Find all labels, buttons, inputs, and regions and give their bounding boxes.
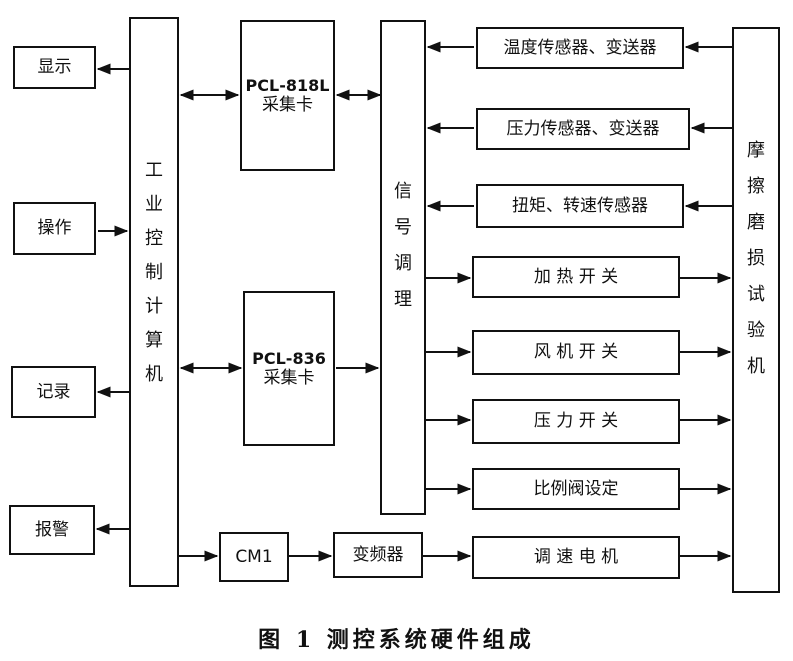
card1-name: 采集卡 bbox=[262, 94, 313, 115]
inverter-box: 变频器 bbox=[333, 532, 423, 578]
ipc-char: 计 bbox=[145, 296, 163, 317]
cond-char: 号 bbox=[394, 217, 412, 238]
display-label: 显示 bbox=[37, 57, 72, 78]
operate-box: 操作 bbox=[13, 202, 96, 255]
machine-char: 磨 bbox=[747, 212, 765, 233]
friction-wear-test-machine-box: 摩 擦 磨 损 试 验 机 bbox=[732, 27, 780, 593]
pressure-switch-box: 压 力 开 关 bbox=[472, 399, 680, 444]
machine-char: 验 bbox=[747, 320, 765, 341]
ipc-char: 控 bbox=[145, 228, 163, 249]
machine-char: 擦 bbox=[747, 176, 765, 197]
record-box: 记录 bbox=[11, 366, 96, 418]
actuator-label: 加 热 开 关 bbox=[533, 266, 619, 287]
industrial-pc-box: 工 业 控 制 计 算 机 bbox=[129, 17, 179, 587]
card2-model: PCL-836 bbox=[252, 348, 326, 368]
ipc-char: 制 bbox=[145, 262, 163, 283]
machine-char: 损 bbox=[747, 248, 765, 269]
ipc-char: 业 bbox=[145, 194, 163, 215]
proportional-valve-box: 比例阀设定 bbox=[472, 468, 680, 510]
ipc-char: 工 bbox=[145, 160, 163, 181]
cm1-box: CM1 bbox=[219, 532, 289, 582]
inverter-label: 变频器 bbox=[352, 544, 404, 565]
acquisition-card-836: PCL-836 采集卡 bbox=[243, 291, 335, 446]
ipc-char: 算 bbox=[145, 330, 163, 351]
card1-model: PCL-818L bbox=[245, 75, 330, 95]
torque-speed-sensor-box: 扭矩、转速传感器 bbox=[476, 184, 684, 228]
sensor-label: 压力传感器、变送器 bbox=[506, 118, 660, 139]
heating-switch-box: 加 热 开 关 bbox=[472, 256, 680, 298]
record-label: 记录 bbox=[36, 381, 71, 402]
sensor-label: 温度传感器、变送器 bbox=[503, 37, 657, 58]
display-box: 显示 bbox=[13, 46, 96, 89]
alarm-label: 报警 bbox=[35, 519, 69, 540]
actuator-label: 比例阀设定 bbox=[533, 478, 619, 499]
card2-name: 采集卡 bbox=[263, 367, 315, 388]
cond-char: 理 bbox=[394, 289, 412, 310]
ipc-char: 机 bbox=[145, 364, 163, 385]
cond-char: 调 bbox=[394, 253, 412, 274]
actuator-label: 调 速 电 机 bbox=[533, 547, 619, 568]
machine-char: 机 bbox=[747, 356, 765, 377]
machine-char: 试 bbox=[747, 284, 765, 305]
cm1-label: CM1 bbox=[235, 546, 273, 567]
sensor-label: 扭矩、转速传感器 bbox=[512, 195, 648, 216]
alarm-box: 报警 bbox=[9, 505, 95, 555]
figure-caption: 图 1 测控系统硬件组成 bbox=[258, 627, 535, 653]
actuator-label: 风 机 开 关 bbox=[533, 342, 619, 363]
fan-switch-box: 风 机 开 关 bbox=[472, 330, 680, 375]
speed-motor-box: 调 速 电 机 bbox=[472, 536, 680, 579]
cond-char: 信 bbox=[394, 181, 412, 202]
temperature-sensor-box: 温度传感器、变送器 bbox=[476, 27, 684, 69]
machine-char: 摩 bbox=[747, 140, 765, 161]
signal-conditioning-box: 信 号 调 理 bbox=[380, 20, 426, 515]
acquisition-card-818l: PCL-818L 采集卡 bbox=[240, 20, 335, 171]
pressure-sensor-box: 压力传感器、变送器 bbox=[476, 108, 690, 150]
actuator-label: 压 力 开 关 bbox=[533, 411, 619, 432]
operate-label: 操作 bbox=[37, 218, 72, 239]
